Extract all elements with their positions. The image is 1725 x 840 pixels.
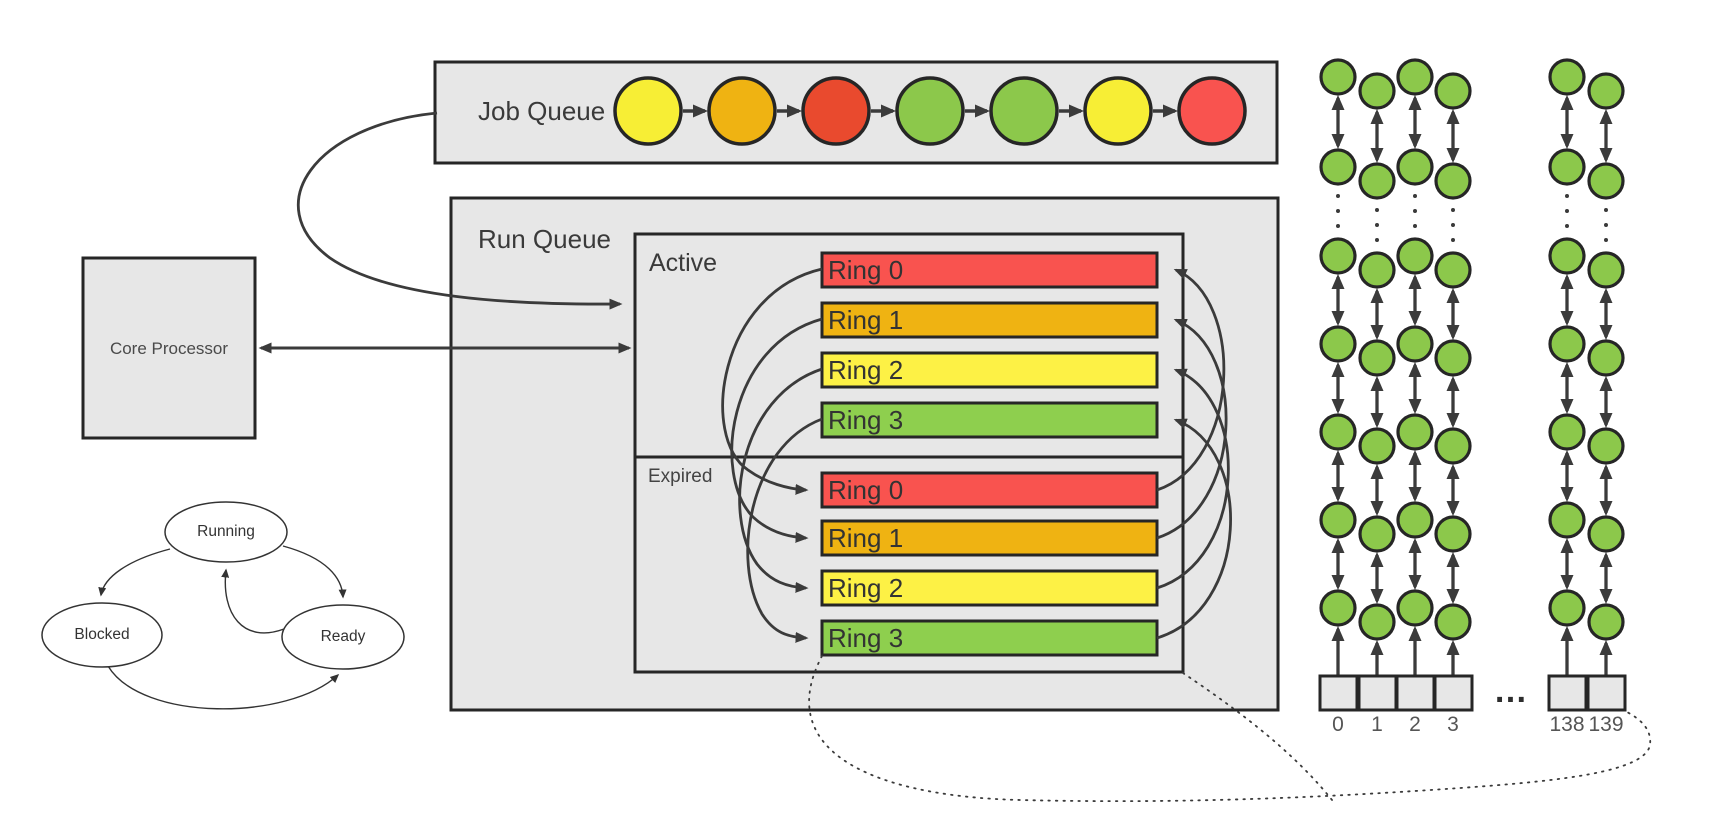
process-column-1 xyxy=(1360,74,1394,639)
state-label-ready: Ready xyxy=(320,628,366,645)
process-column-3 xyxy=(1436,74,1470,639)
ring-label-active-2: Ring 2 xyxy=(828,355,904,385)
process-column-139 xyxy=(1589,74,1623,639)
slot-label-0: 0 xyxy=(1332,713,1344,736)
core-processor-label: Core Processor xyxy=(109,339,229,358)
process-column-2 xyxy=(1398,60,1432,625)
ring-label-expired-2: Ring 2 xyxy=(828,573,904,603)
priority-slot-138 xyxy=(1547,674,1588,712)
priority-slot-3 xyxy=(1433,674,1474,712)
ring-bar-expired-3 xyxy=(820,619,1159,657)
run-queue-label: Run Queue xyxy=(478,224,611,254)
state-label-blocked: Blocked xyxy=(74,626,130,643)
process-column-138 xyxy=(1550,60,1584,625)
process-node-columns xyxy=(1321,60,1623,639)
expired-section-label: Expired xyxy=(648,466,713,487)
job-queue-processes xyxy=(613,76,1247,146)
magnifier-dotted-curves xyxy=(808,655,1652,803)
priority-slot-0 xyxy=(1318,674,1359,712)
slots-ellipsis: … xyxy=(1493,672,1531,710)
core-processor-box xyxy=(81,256,257,440)
job-process-circle xyxy=(707,76,777,146)
process-column-0 xyxy=(1321,60,1355,625)
job-process-circle xyxy=(1083,76,1153,146)
slot-label-139: 139 xyxy=(1588,713,1624,736)
ring-label-active-0: Ring 0 xyxy=(828,255,904,285)
active-section-label: Active xyxy=(649,249,718,277)
priority-slot-1 xyxy=(1357,674,1398,712)
job-process-circle xyxy=(989,76,1059,146)
expired-to-active-curves xyxy=(1156,268,1232,640)
ring-label-expired-3: Ring 3 xyxy=(828,623,904,653)
state-ellipse-ready xyxy=(281,604,405,670)
priority-slot-2 xyxy=(1395,674,1436,712)
slot-label-1: 1 xyxy=(1371,713,1383,736)
ring-label-expired-1: Ring 1 xyxy=(828,523,904,553)
slot-label-2: 2 xyxy=(1409,713,1421,736)
active-to-expired-curves xyxy=(721,267,823,643)
ring-label-expired-0: Ring 0 xyxy=(828,475,904,505)
slot-to-column-arrows xyxy=(1331,626,1613,676)
ring-bar-active-2 xyxy=(820,351,1159,389)
priority-array-slots xyxy=(1318,674,1627,712)
state-transition-arrows xyxy=(98,545,347,710)
ring-bar-active-3 xyxy=(820,401,1159,439)
slot-label-3: 3 xyxy=(1447,713,1459,736)
job-queue-label: Job Queue xyxy=(478,96,606,126)
state-ellipse-running xyxy=(164,501,288,563)
job-process-circle xyxy=(895,76,965,146)
slot-label-138: 138 xyxy=(1549,713,1585,736)
job-process-circle xyxy=(1177,76,1247,146)
state-ellipse-blocked xyxy=(41,602,163,668)
job-process-circle xyxy=(801,76,871,146)
priority-slot-139 xyxy=(1586,674,1627,712)
ring-bar-active-1 xyxy=(820,301,1159,339)
state-label-running: Running xyxy=(197,523,255,540)
jobqueue-to-active-curve xyxy=(297,111,623,310)
ring-label-active-3: Ring 3 xyxy=(828,405,904,435)
ring-label-active-1: Ring 1 xyxy=(828,305,904,335)
job-process-circle xyxy=(613,76,683,146)
